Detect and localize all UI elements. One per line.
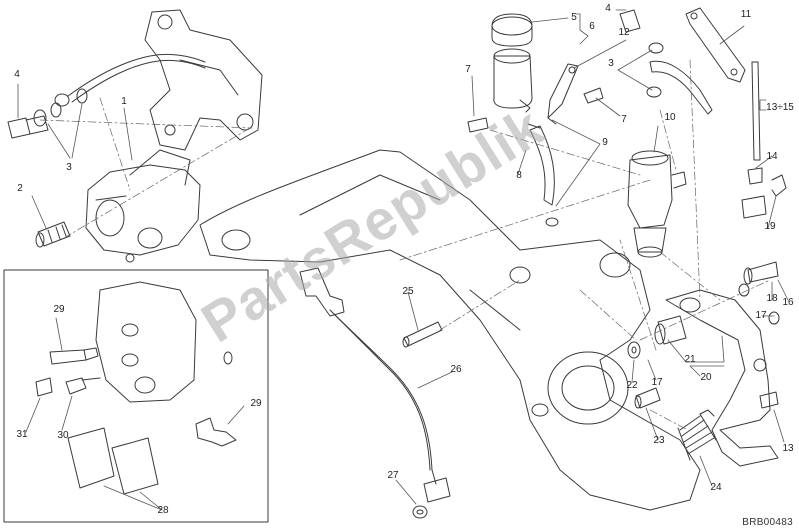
callout-6: 6 — [589, 21, 595, 32]
callout-5: 5 — [571, 12, 577, 23]
master-cylinder-pushrod — [741, 61, 767, 219]
callout-24: 24 — [710, 482, 722, 493]
brake-pedal — [665, 289, 779, 467]
switch-bolt — [402, 321, 443, 348]
swingarm — [199, 149, 701, 511]
heat-shield-plate — [685, 7, 746, 83]
callout-10: 10 — [664, 112, 676, 123]
callout-3: 3 — [608, 58, 614, 69]
caliper-bracket — [144, 9, 263, 151]
callout-29: 29 — [250, 398, 262, 409]
return-spring — [677, 409, 717, 461]
brake-pedal-pivot — [738, 261, 780, 325]
callout-4: 4 — [605, 3, 611, 14]
callout-17: 17 — [755, 310, 767, 321]
callout-28: 28 — [157, 505, 169, 516]
callout-17: 17 — [651, 377, 663, 388]
pedal-tip — [759, 391, 779, 409]
brake-hose — [54, 53, 206, 107]
switch-nut — [412, 505, 428, 519]
callout-2: 2 — [17, 183, 23, 194]
reservoir-screws — [467, 87, 604, 133]
reservoir-bracket — [547, 63, 579, 119]
brake-light-switch — [299, 267, 451, 503]
callout-11: 11 — [740, 9, 752, 20]
callout-22: 22 — [626, 380, 638, 391]
callout-8: 8 — [516, 170, 522, 181]
caliper-detail-inset — [3, 269, 269, 523]
callout-14: 14 — [766, 151, 778, 162]
callout-16: 16 — [782, 297, 794, 308]
callout-21: 21 — [684, 354, 696, 365]
callout-19: 19 — [764, 221, 776, 232]
callout-7: 7 — [621, 114, 627, 125]
pedal-washer — [627, 341, 641, 359]
reservoir-hose — [527, 117, 559, 227]
callout-1: 1 — [121, 96, 127, 107]
return-spring-pin — [634, 387, 661, 409]
callout-30: 30 — [57, 430, 69, 441]
callout-31: 31 — [16, 429, 28, 440]
callout-4: 4 — [14, 69, 20, 80]
banjo-bolt-left — [7, 88, 88, 139]
callout-23: 23 — [653, 435, 665, 446]
callout-9: 9 — [602, 137, 608, 148]
rear-master-cylinder — [627, 150, 687, 258]
callout-29: 29 — [53, 304, 65, 315]
callout-26: 26 — [450, 364, 462, 375]
rear-caliper — [85, 149, 201, 263]
banjo-bolt-right — [619, 9, 713, 115]
callout-3: 3 — [66, 162, 72, 173]
pedal-bushing — [654, 315, 687, 345]
diagram-code: BRB00483 — [742, 517, 793, 528]
callout-27: 27 — [387, 470, 399, 481]
assembly-axes — [39, 59, 771, 431]
callout-13-15: 13÷15 — [766, 102, 794, 113]
callout-20: 20 — [700, 372, 712, 383]
caliper-bolt — [35, 221, 71, 248]
callout-13: 13 — [782, 443, 794, 454]
pushrod-clip — [771, 174, 787, 197]
brake-fluid-reservoir — [491, 13, 533, 113]
callout-12: 12 — [618, 27, 630, 38]
leader-lines — [17, 9, 789, 511]
callout-18: 18 — [766, 293, 778, 304]
callout-7: 7 — [465, 64, 471, 75]
callout-25: 25 — [402, 286, 414, 297]
